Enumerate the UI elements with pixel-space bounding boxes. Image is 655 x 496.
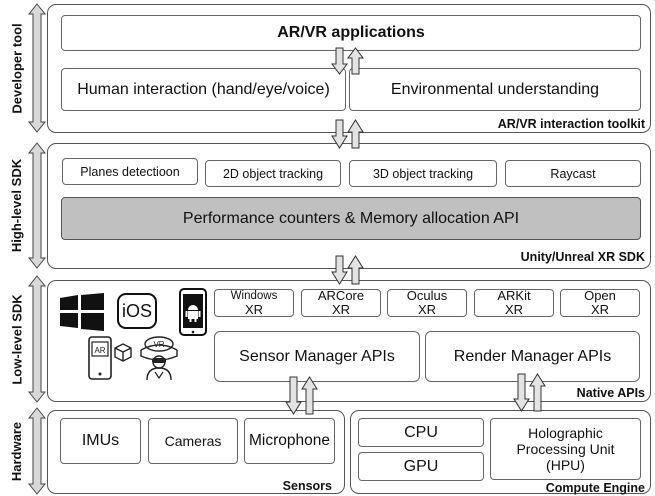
arcore-xr-line1: ARCore xyxy=(317,288,365,303)
sensor-manager-label: Sensor Manager APIs xyxy=(239,347,395,365)
hpu-line2: Processing Unit xyxy=(516,441,615,457)
windows-icon xyxy=(60,293,104,331)
microphone-box: Microphone xyxy=(244,418,335,464)
planes-detection-label: Planes detectioon xyxy=(80,164,180,179)
hpu-box: Holographic Processing Unit (HPU) xyxy=(490,418,641,480)
sensors-label: Sensors xyxy=(282,479,332,493)
windows-xr-box: Windows XR xyxy=(214,289,294,317)
cpu-label: CPU xyxy=(404,423,438,441)
hpu-line1: Holographic xyxy=(528,425,603,441)
interaction-toolkit-label: AR/VR interaction toolkit xyxy=(497,117,645,131)
ios-icon: iOS xyxy=(117,293,157,329)
open-xr-box: Open XR xyxy=(560,289,640,317)
up-arrow-sensors xyxy=(301,376,318,415)
hpu-line3: (HPU) xyxy=(546,457,585,473)
ios-icon-text: iOS xyxy=(121,300,152,321)
performance-api-box: Performance counters & Memory allocation… xyxy=(61,197,641,240)
ar-vr-applications-title: AR/VR applications xyxy=(277,24,425,41)
performance-api-label: Performance counters & Memory allocation… xyxy=(182,209,520,227)
render-manager-box: Render Manager APIs xyxy=(425,331,640,382)
cpu-box: CPU xyxy=(358,418,484,447)
microphone-label: Microphone xyxy=(249,432,330,449)
raycast-label: Raycast xyxy=(550,166,596,181)
down-arrow-sensors xyxy=(285,376,302,415)
arkit-xr-box: ARKit XR xyxy=(474,289,554,317)
tracking-2d-label: 2D object tracking xyxy=(222,166,324,181)
down-arrow-compute xyxy=(513,373,530,412)
environmental-understanding-box: Environmental understanding xyxy=(349,68,641,111)
windows-xr-line1: Windows xyxy=(230,290,278,302)
cameras-box: Cameras xyxy=(148,418,238,464)
planes-detection-box: Planes detectioon xyxy=(62,158,198,185)
tracking-2d-box: 2D object tracking xyxy=(205,160,341,187)
compute-engine-label: Compute Engine xyxy=(545,481,645,495)
imus-label: IMUs xyxy=(81,432,120,449)
side-arrow-low-level xyxy=(27,275,47,403)
open-xr-line2: XR xyxy=(590,302,610,317)
oculus-xr-line1: Oculus xyxy=(406,288,448,303)
tracking-3d-label: 3D object tracking xyxy=(372,166,474,181)
gpu-label: GPU xyxy=(403,457,439,475)
down-arrow-sdk xyxy=(331,255,348,285)
environmental-understanding-label: Environmental understanding xyxy=(390,80,600,98)
up-arrow-sdk xyxy=(347,255,364,285)
side-arrow-developer xyxy=(27,3,47,133)
native-apis-label: Native APIs xyxy=(576,386,645,400)
up-arrow-compute xyxy=(529,373,546,412)
down-arrow-apps xyxy=(331,47,348,75)
vr-headset-icon: VR xyxy=(140,336,178,381)
down-arrow-toolkit xyxy=(331,119,348,149)
side-arrow-high-level xyxy=(27,142,47,269)
windows-xr-line2: XR xyxy=(244,302,264,317)
arkit-xr-line2: XR xyxy=(504,302,524,317)
tracking-3d-box: 3D object tracking xyxy=(349,160,497,187)
gpu-box: GPU xyxy=(358,452,484,481)
ar-phone-icon: AR xyxy=(88,336,132,380)
arkit-xr-line1: ARKit xyxy=(497,288,531,303)
cameras-label: Cameras xyxy=(164,433,222,449)
sensor-manager-box: Sensor Manager APIs xyxy=(214,331,420,382)
open-xr-line1: Open xyxy=(584,288,616,303)
imus-box: IMUs xyxy=(60,418,141,464)
oculus-xr-line2: XR xyxy=(417,302,437,317)
arcore-xr-line2: XR xyxy=(331,302,351,317)
side-arrow-hardware xyxy=(27,407,47,495)
ar-icon-text: AR xyxy=(94,346,105,355)
human-interaction-label: Human interaction (hand/eye/voice) xyxy=(77,80,330,98)
render-manager-label: Render Manager APIs xyxy=(453,347,612,365)
oculus-xr-box: Oculus XR xyxy=(387,289,467,317)
up-arrow-apps xyxy=(347,47,364,75)
android-phone-icon xyxy=(179,288,207,336)
human-interaction-box: Human interaction (hand/eye/voice) xyxy=(61,68,346,111)
up-arrow-toolkit xyxy=(347,119,364,149)
raycast-box: Raycast xyxy=(505,160,641,187)
unity-unreal-sdk-label: Unity/Unreal XR SDK xyxy=(520,250,645,264)
arcore-xr-box: ARCore XR xyxy=(301,289,381,317)
ar-vr-applications-box: AR/VR applications xyxy=(61,15,641,51)
